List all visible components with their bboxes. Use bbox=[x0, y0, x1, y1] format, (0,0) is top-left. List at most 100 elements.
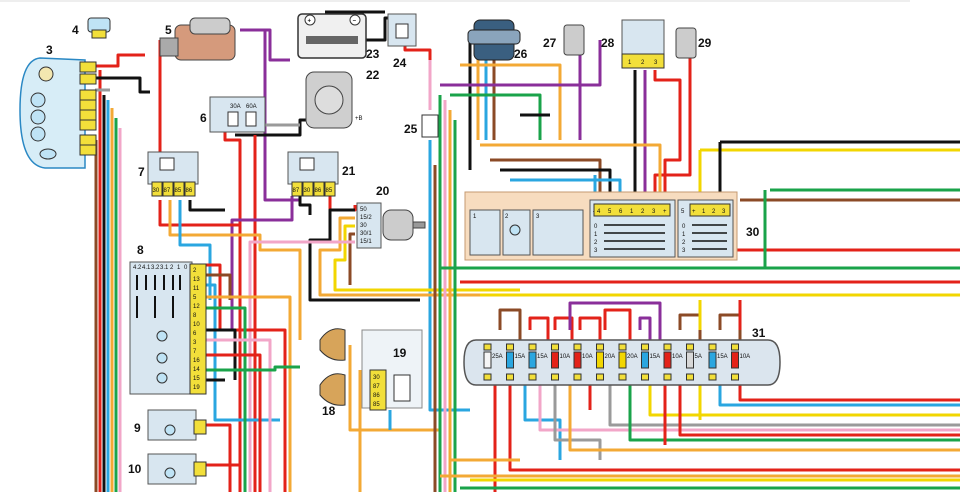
label-19: 19 bbox=[393, 346, 407, 360]
fuse-rating: 15A bbox=[650, 354, 661, 360]
c28-pin: 3 bbox=[654, 60, 658, 66]
fuse-12: 1210A bbox=[731, 343, 751, 381]
fuse-body bbox=[528, 351, 537, 369]
ignition-switch: 50 15/2 30 30/1 15/1 bbox=[356, 202, 426, 249]
fuse-terminal bbox=[573, 343, 582, 351]
ctrl-sec: 2 bbox=[505, 214, 509, 220]
label-23: 23 bbox=[366, 47, 380, 61]
label-6: 6 bbox=[200, 111, 207, 125]
label-18: 18 bbox=[322, 404, 336, 418]
fuse-rating: 20A bbox=[627, 354, 638, 360]
label-25: 25 bbox=[404, 122, 418, 136]
fuse-30a-label: 30A bbox=[230, 104, 241, 110]
motor-29 bbox=[675, 27, 697, 59]
fuse-body bbox=[483, 351, 492, 369]
relay7-pin-85: 85 bbox=[175, 188, 182, 194]
alternator: +B bbox=[305, 71, 363, 129]
fuse-body bbox=[641, 351, 649, 369]
ctrl-pos: 2 bbox=[594, 240, 598, 246]
fuse-4: 410A bbox=[551, 343, 571, 381]
fuse-terminal bbox=[686, 343, 694, 351]
fuse-terminal bbox=[528, 343, 537, 351]
c28-pin: 2 bbox=[641, 60, 645, 66]
label-7: 7 bbox=[138, 165, 145, 179]
fuse-10: 105A bbox=[686, 343, 702, 381]
fuse-terminal bbox=[731, 373, 739, 381]
fuse-terminal bbox=[596, 343, 604, 351]
relay19-pin-86: 86 bbox=[373, 393, 380, 399]
fuse-rating: 10A bbox=[740, 354, 751, 360]
relay21-pin-87: 87 bbox=[293, 188, 300, 194]
fuse-body bbox=[551, 351, 559, 369]
sw8-pos-3-2: 3.2 bbox=[151, 265, 160, 271]
c8-pin: 15 bbox=[193, 376, 200, 382]
label-21: 21 bbox=[342, 164, 356, 178]
c8-pin: 19 bbox=[193, 385, 200, 391]
fuse-rating: 10A bbox=[582, 354, 593, 360]
fuse-rating: 10A bbox=[672, 354, 683, 360]
label-9: 9 bbox=[134, 421, 141, 435]
ign-pin-15-2: 15/2 bbox=[360, 215, 372, 221]
c8-pin: 11 bbox=[193, 286, 200, 292]
label-20: 20 bbox=[376, 184, 390, 198]
connector-28: 1 2 3 bbox=[621, 19, 665, 69]
c8-pin: 8 bbox=[193, 313, 197, 319]
label-4: 4 bbox=[72, 23, 79, 37]
fuse-terminal bbox=[573, 373, 582, 381]
fuse-rating: 10A bbox=[560, 354, 571, 360]
ctrl-pos: 0 bbox=[594, 224, 598, 230]
fuse-terminal bbox=[483, 343, 492, 351]
label-29: 29 bbox=[698, 36, 712, 50]
c8-pin: 13 bbox=[193, 277, 200, 283]
sw8-pos-1: 1 bbox=[177, 265, 181, 271]
ctrl-b4-pin: 1 bbox=[630, 209, 634, 215]
light-switch-8: 4.2 4.1 3.2 3.1 2 1 0 bbox=[129, 261, 193, 395]
sw8-pos-3-1: 3.1 bbox=[160, 265, 169, 271]
c8-pin: 2 bbox=[193, 268, 197, 274]
lamp-switch-10 bbox=[147, 453, 207, 485]
fuse-terminal bbox=[663, 343, 672, 351]
sw8-pos-4-2: 4.2 bbox=[133, 265, 142, 271]
ctrl-b5-pin: + bbox=[692, 209, 696, 215]
fuse-3: 315A bbox=[528, 343, 548, 381]
fuse-rating: 5A bbox=[695, 354, 702, 360]
relay19-pin-87: 87 bbox=[373, 384, 380, 390]
fuse-terminal bbox=[641, 373, 649, 381]
battery: + − bbox=[297, 13, 367, 59]
ign-pin-30: 30 bbox=[360, 223, 367, 229]
c8-pin: 10 bbox=[193, 322, 200, 328]
fuse-terminal bbox=[686, 373, 694, 381]
horns bbox=[319, 328, 346, 406]
c28-pin: 1 bbox=[628, 60, 632, 66]
ctrl-sec: 5 bbox=[681, 209, 685, 215]
fuse-rating: 25A bbox=[492, 354, 503, 360]
relay19-pin-85: 85 bbox=[373, 402, 380, 408]
fuse-terminal bbox=[731, 343, 739, 351]
relay21-pin-85: 85 bbox=[326, 188, 333, 194]
fuse-terminal bbox=[618, 373, 627, 381]
relay-19: 30 87 86 85 bbox=[361, 329, 423, 411]
label-28: 28 bbox=[601, 36, 615, 50]
battery-plus: + bbox=[308, 19, 312, 25]
ctrl-b5-pin: 1 bbox=[702, 209, 706, 215]
fuse-body bbox=[618, 351, 627, 369]
fuse-body bbox=[686, 351, 694, 369]
fuse-terminal bbox=[663, 373, 672, 381]
ign-pin-50: 50 bbox=[360, 207, 367, 213]
c8-pin: 12 bbox=[193, 304, 200, 310]
fuse-body bbox=[573, 351, 582, 369]
relay19-pin-30: 30 bbox=[373, 375, 380, 381]
fuse-terminal bbox=[708, 343, 717, 351]
c8-pin: 7 bbox=[193, 349, 197, 355]
relay21-pin-86: 86 bbox=[315, 188, 322, 194]
actuator-26 bbox=[467, 19, 521, 61]
fuse-body bbox=[596, 351, 604, 369]
c8-pin: 16 bbox=[193, 358, 200, 364]
ctrl-pos: 3 bbox=[682, 248, 686, 254]
battery-minus: − bbox=[353, 19, 357, 25]
ctrl-pos: 1 bbox=[594, 232, 598, 238]
label-27: 27 bbox=[543, 36, 557, 50]
fuse-terminal bbox=[506, 373, 514, 381]
fuse-body bbox=[708, 351, 717, 369]
relay21-pin-30: 30 bbox=[304, 188, 311, 194]
